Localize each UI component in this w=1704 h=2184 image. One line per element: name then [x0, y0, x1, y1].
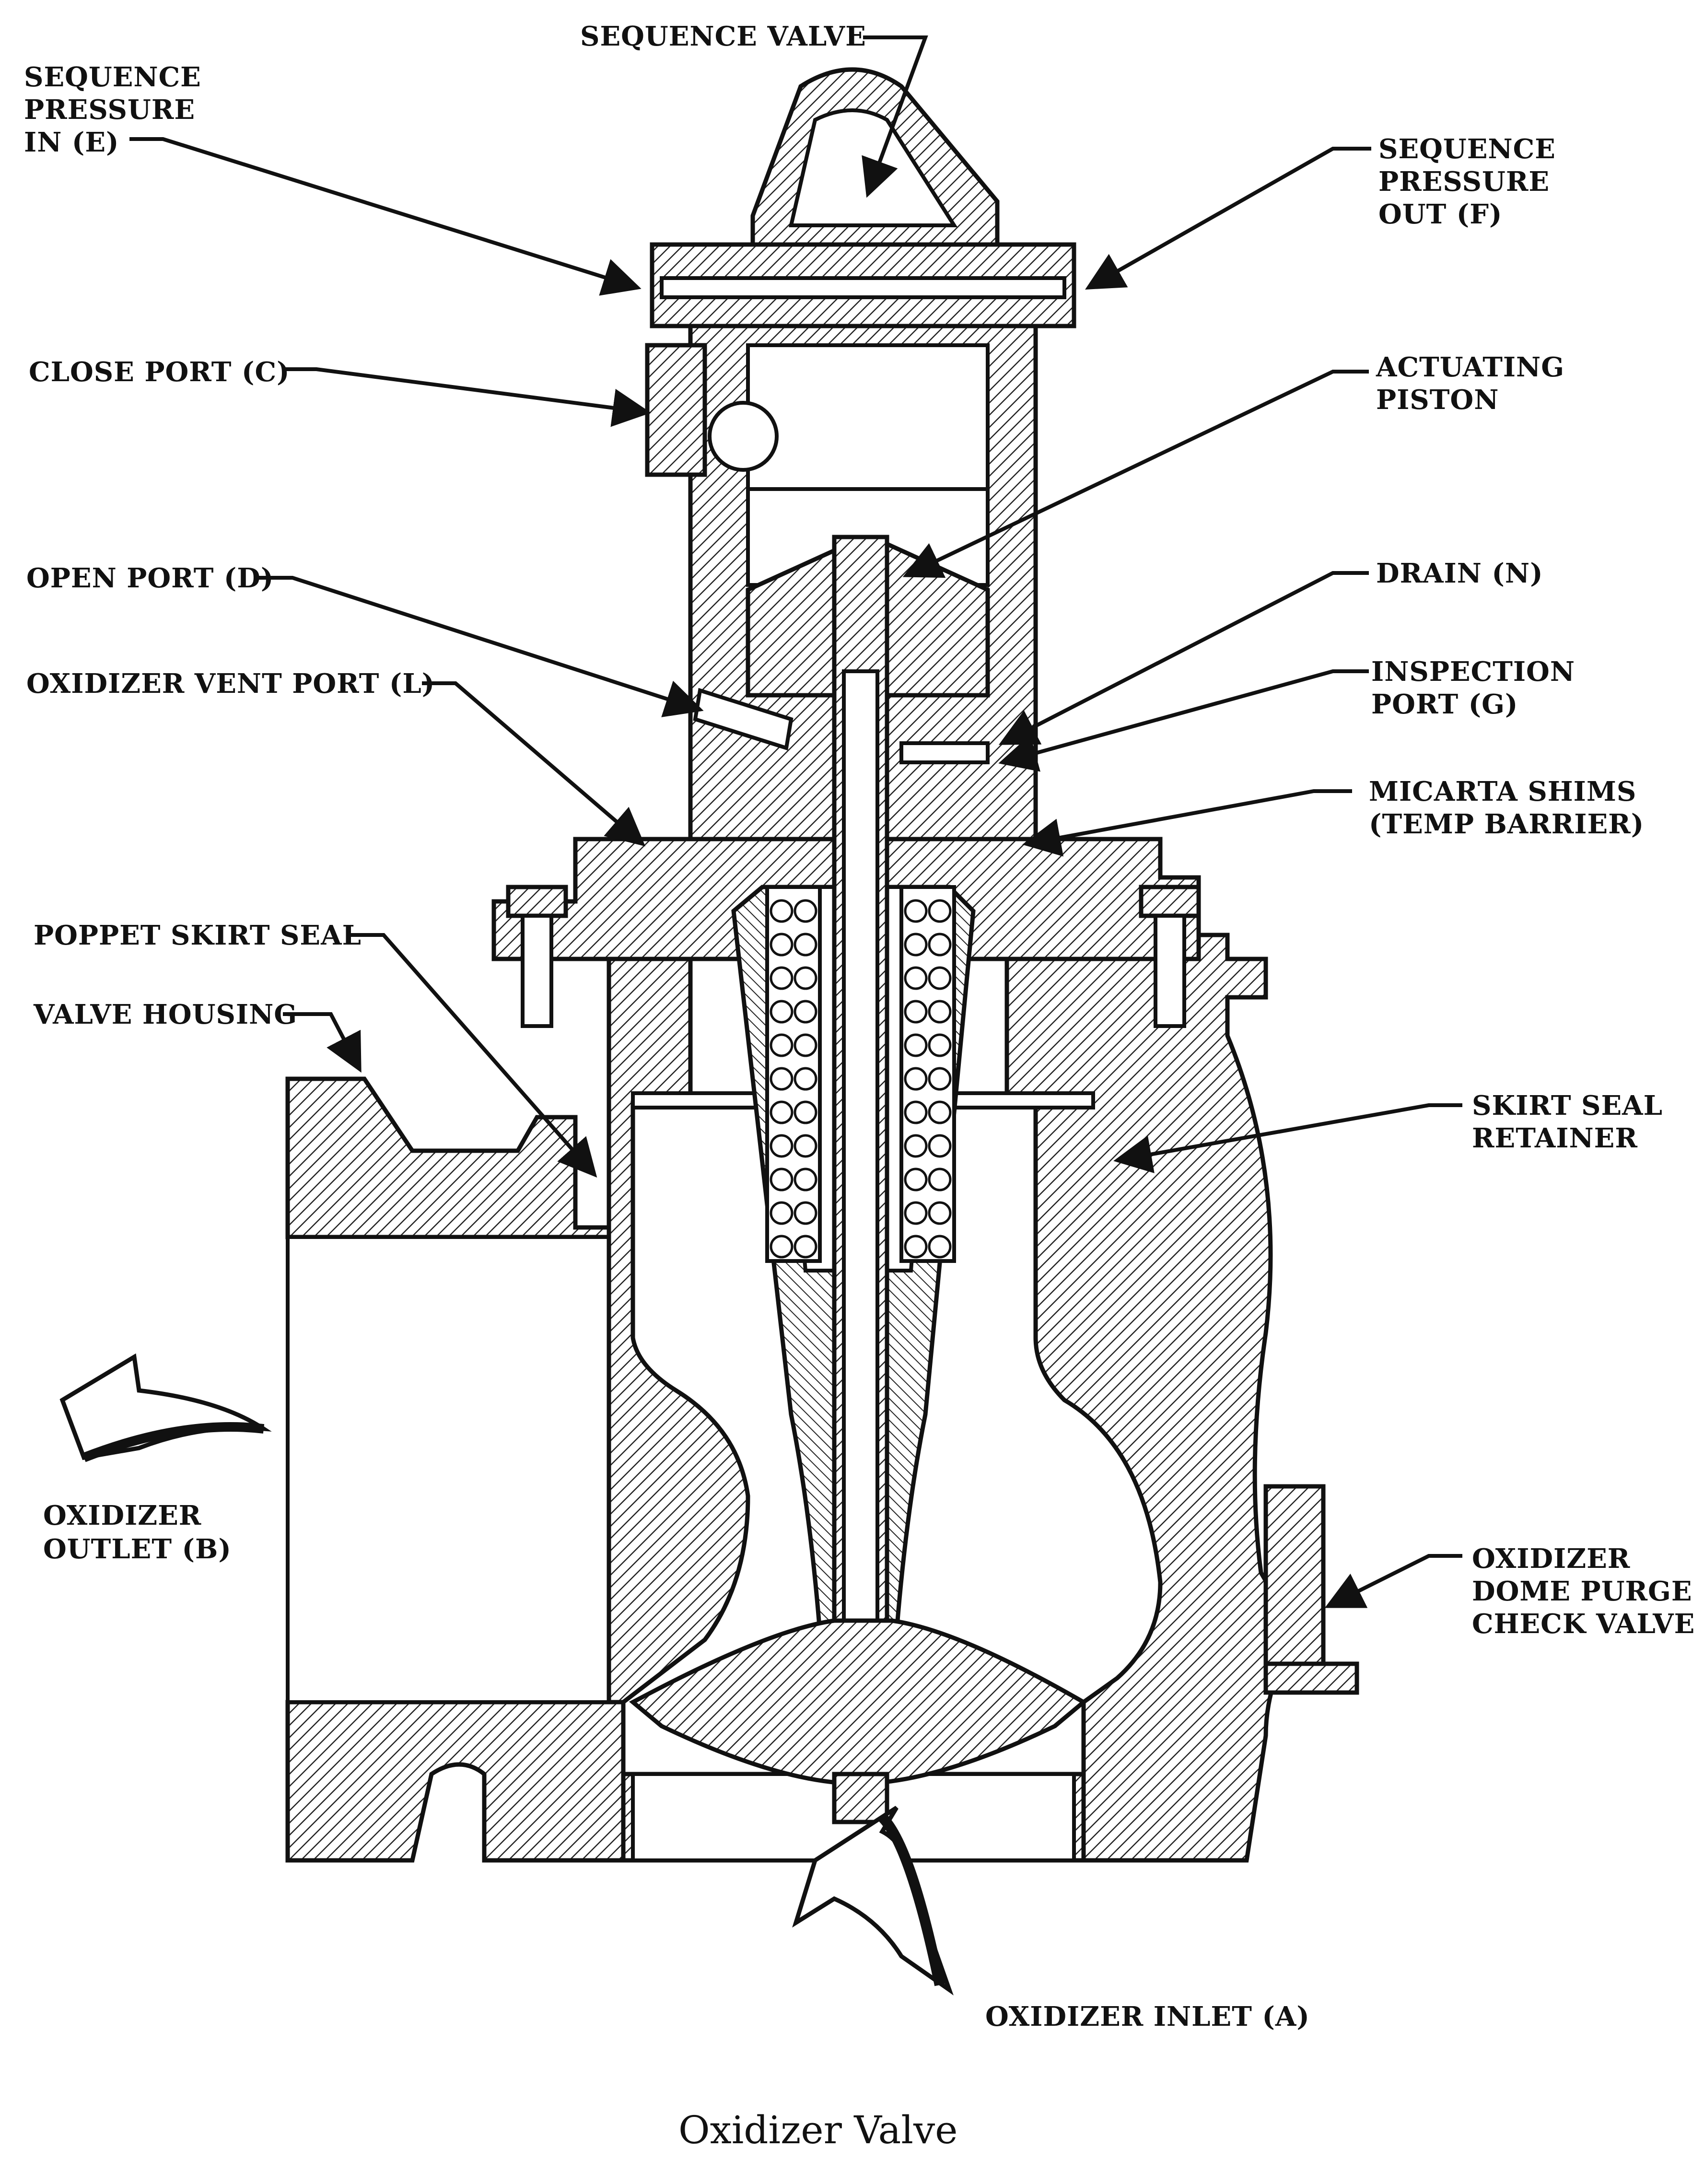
label-micarta-shims: MICARTA SHIMS (TEMP BARRIER): [1369, 776, 1646, 840]
label-oxidizer-vent-port: OXIDIZER VENT PORT (L): [26, 668, 435, 700]
label-actuating-piston: ACTUATING PISTON: [1376, 351, 1575, 416]
label-inspection-port: INSPECTION PORT (G): [1371, 656, 1585, 720]
label-sequence-valve: SEQUENCE VALVE: [580, 21, 866, 52]
dome-purge-check-valve-body: [1263, 1484, 1359, 1695]
label-skirt-seal-retainer: SKIRT SEAL RETAINER: [1472, 1090, 1672, 1154]
inlet-flow-arrow: [792, 1806, 954, 1996]
label-open-port: OPEN PORT (D): [26, 562, 274, 594]
label-sequence-pressure-out: SEQUENCE PRESSURE OUT (F): [1378, 133, 1565, 230]
label-oxidizer-outlet: OXIDIZER OUTLET (B): [43, 1500, 232, 1565]
label-drain: DRAIN (N): [1376, 558, 1543, 589]
label-close-port: CLOSE PORT (C): [29, 356, 290, 388]
label-oxidizer-inlet: OXIDIZER INLET (A): [985, 2001, 1310, 2032]
labels: SEQUENCE VALVE SEQUENCE PRESSURE IN (E) …: [24, 21, 1702, 2152]
spring-coils: [770, 899, 952, 1259]
leader-lines: [129, 35, 1462, 1608]
label-valve-housing: VALVE HOUSING: [33, 999, 297, 1030]
figure-caption: Oxidizer Valve: [678, 2108, 958, 2152]
label-poppet-skirt-seal: POPPET SKIRT SEAL: [34, 920, 362, 951]
actuator-housing: [645, 67, 1076, 841]
label-sequence-pressure-in: SEQUENCE PRESSURE IN (E): [24, 61, 211, 158]
outlet-flow-arrow: [59, 1353, 272, 1462]
label-dome-purge-check-valve: OXIDIZER DOME PURGE CHECK VALVE: [1472, 1543, 1702, 1640]
